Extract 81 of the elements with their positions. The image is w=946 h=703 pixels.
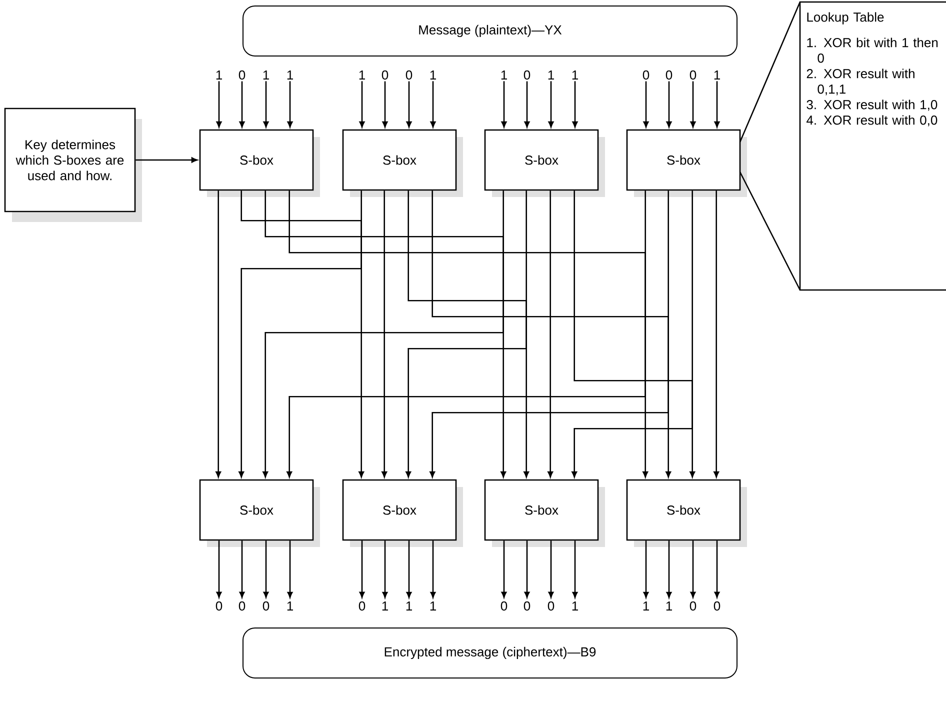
callout-box: Lookup Table 1. XOR bit with 1 then 0 2. XOR result with 0,1,1 3. XOR result with 1,0 4. XOR result with 0,0 <box>739 1 946 291</box>
arrow <box>643 81 649 128</box>
bit-label: 1 <box>666 602 672 610</box>
arrow <box>287 540 293 598</box>
key-box: Key determines which S-boxes are used and how. <box>4 108 142 222</box>
bit-label: 0 <box>524 601 530 611</box>
arrow <box>548 81 554 128</box>
arrow <box>216 81 222 128</box>
s-box: S-box <box>484 129 605 197</box>
bit-label: 0 <box>216 601 222 611</box>
s-box: S-box <box>626 479 747 547</box>
bit-label: 1 <box>382 602 388 610</box>
s-box: S-box <box>199 129 320 197</box>
arrow <box>666 81 672 128</box>
bit-label: 1 <box>287 70 293 80</box>
arrow <box>287 81 293 128</box>
bit-label: 1 <box>643 602 649 610</box>
arrow <box>359 81 365 128</box>
arrow <box>430 540 436 598</box>
arrow <box>501 81 507 128</box>
bit-label: 1 <box>714 70 720 80</box>
arrow <box>216 540 222 598</box>
arrow <box>359 540 365 598</box>
arrow <box>643 540 649 598</box>
bit-label: 1 <box>501 70 507 80</box>
arrow <box>216 190 222 478</box>
bit-label: 0 <box>406 70 412 80</box>
s-box: S-box <box>626 129 747 197</box>
bit-label: 1 <box>287 602 293 610</box>
arrow <box>263 81 269 128</box>
bit-label: 1 <box>359 70 365 80</box>
bit-label: 0 <box>642 70 650 80</box>
bit-label: 1 <box>263 70 269 80</box>
bit-label: 0 <box>690 70 696 80</box>
bit-label: 0 <box>714 601 720 611</box>
bit-label: 1 <box>406 602 412 610</box>
bit-label: 0 <box>500 601 508 611</box>
s-box: S-box <box>342 129 463 197</box>
arrow <box>572 81 578 128</box>
bit-label: 0 <box>238 70 246 80</box>
arrow <box>666 540 672 598</box>
bit-label: 0 <box>382 70 388 80</box>
bit-label: 0 <box>524 70 530 80</box>
arrow <box>382 81 388 128</box>
arrow <box>524 540 530 598</box>
arrow <box>572 540 578 598</box>
arrow <box>382 190 388 478</box>
arrow <box>548 540 554 598</box>
message-band: Encrypted message (ciphertext)—B9 <box>242 628 738 678</box>
arrow <box>239 81 245 128</box>
bit-label: 0 <box>262 601 270 611</box>
message-band: Message (plaintext)—YX <box>242 6 738 56</box>
bit-label: 1 <box>430 70 436 80</box>
arrow <box>714 540 720 598</box>
bit-label: 1 <box>430 602 436 610</box>
arrow <box>382 540 388 598</box>
arrow <box>406 540 412 598</box>
bit-label: 1 <box>216 70 222 80</box>
s-box: S-box <box>342 479 463 547</box>
arrow <box>714 190 720 478</box>
bit-label: 0 <box>238 601 246 611</box>
arrow <box>239 540 245 598</box>
arrow <box>714 81 720 128</box>
arrow <box>263 540 269 598</box>
arrow <box>690 540 696 598</box>
s-box: S-box <box>484 479 605 547</box>
bit-label: 1 <box>572 602 578 610</box>
arrow <box>430 81 436 128</box>
bit-label: 0 <box>548 601 554 611</box>
bit-label: 1 <box>572 70 578 80</box>
arrow <box>136 157 198 163</box>
bit-label: 0 <box>666 70 672 80</box>
arrow <box>524 81 530 128</box>
arrow <box>501 540 507 598</box>
arrow <box>406 81 412 128</box>
bit-label: 1 <box>548 70 554 80</box>
arrow <box>690 81 696 128</box>
bit-label: 0 <box>690 601 696 611</box>
bit-label: 0 <box>358 601 366 611</box>
s-box: S-box <box>199 479 320 547</box>
arrow <box>548 190 554 478</box>
